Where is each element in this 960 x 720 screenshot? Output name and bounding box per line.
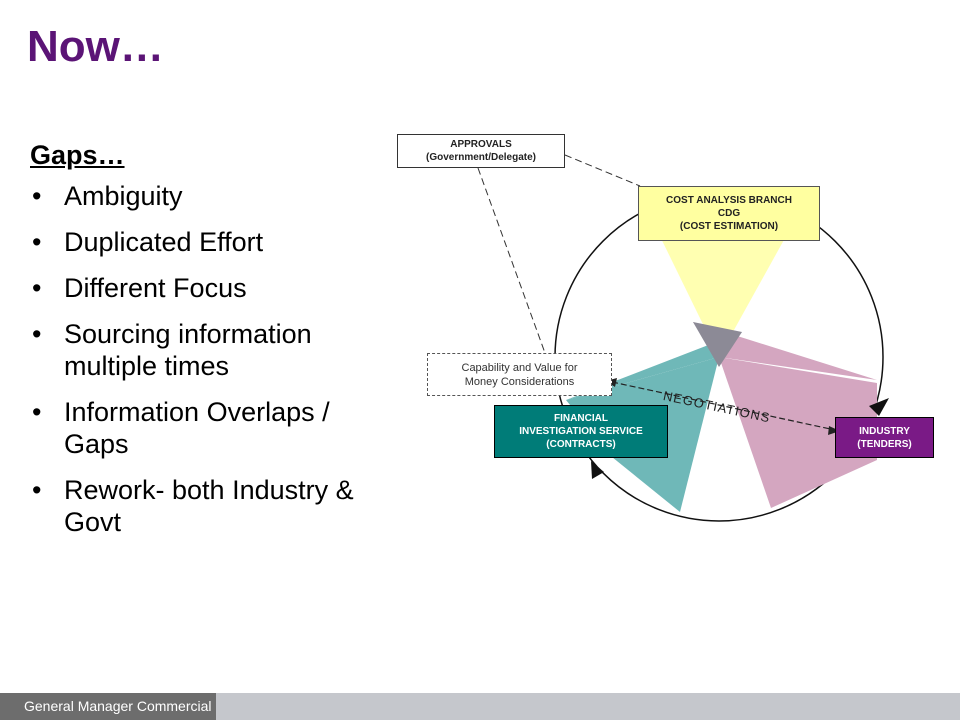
cost-line2: CDG (717, 208, 741, 219)
approvals-line1: APPROVALS (450, 139, 512, 150)
bullet-item: Ambiguity (30, 180, 390, 212)
cost-line1: COST ANALYSIS BRANCH (666, 195, 792, 206)
gaps-heading: Gaps… (30, 140, 125, 170)
arrow-head-negotiations-right (828, 426, 840, 435)
cost-line3: (COST ESTIMATION) (679, 221, 779, 232)
arrow-head-right (869, 398, 889, 416)
yellow-wedge (652, 220, 795, 357)
approvals-box: APPROVALS (Government/Delegate) (397, 134, 565, 168)
fis-box: FINANCIAL INVESTIGATION SERVICE (CONTRAC… (494, 405, 668, 458)
center-overlap (693, 322, 742, 367)
capability-line1: Capability and Value for (461, 361, 578, 374)
pink-wedge (719, 357, 877, 508)
dashed-line-approvals-cost (564, 154, 641, 187)
fis-line2: INVESTIGATION SERVICE (519, 426, 643, 437)
footer-bar: General Manager Commercial (0, 693, 960, 720)
fis-line3: (CONTRACTS) (546, 439, 616, 450)
bullet-item: Sourcing information multiple times (30, 318, 390, 382)
capability-line2: Money Considerations (464, 375, 575, 388)
industry-box: INDUSTRY (TENDERS) (835, 417, 934, 458)
bullet-item: Duplicated Effort (30, 226, 390, 258)
approvals-line2: (Government/Delegate) (425, 152, 537, 163)
fis-line1: FINANCIAL (554, 413, 608, 424)
capability-box: Capability and Value for Money Considera… (427, 353, 612, 396)
slide-title: Now… (27, 22, 164, 71)
bullet-item: Rework- both Industry & Govt (30, 474, 390, 538)
industry-line1: INDUSTRY (859, 425, 910, 437)
cost-analysis-box: COST ANALYSIS BRANCH CDG (COST ESTIMATIO… (638, 186, 820, 241)
industry-line2: (TENDERS) (857, 438, 912, 450)
bullet-list: Ambiguity Duplicated Effort Different Fo… (30, 180, 390, 552)
arrow-head-left (591, 461, 604, 479)
bullet-item: Information Overlaps / Gaps (30, 396, 390, 460)
bullet-item: Different Focus (30, 272, 390, 304)
negotiations-arrow (611, 381, 836, 431)
dashed-line-approvals-capability (477, 167, 546, 354)
footer-label: General Manager Commercial (0, 693, 216, 720)
